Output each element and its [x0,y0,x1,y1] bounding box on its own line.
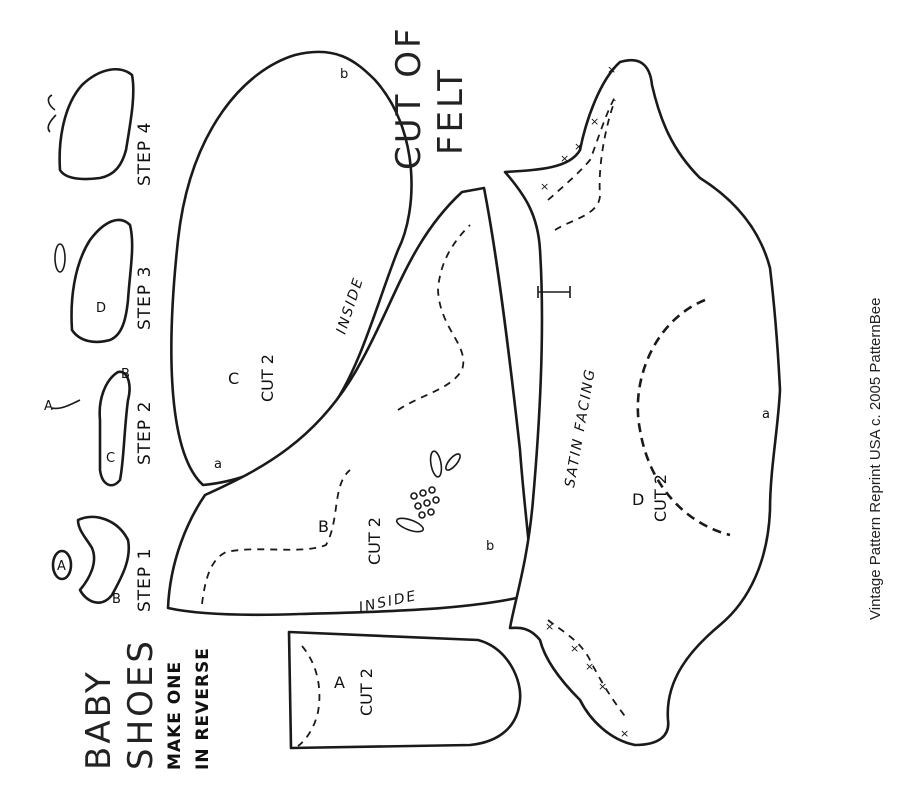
step-3-label: STEP 3 [135,266,155,330]
title-line-make-one: MAKE ONE [165,661,185,770]
title-line-shoes: SHOES [121,638,161,770]
piece-b-mark-b: b [486,539,494,554]
step-1-mark-a: A [57,559,66,574]
step-3-tongue [54,243,66,273]
step-4: STEP 4 [47,67,155,186]
svg-text:×: × [590,115,599,128]
piece-a-stitch [297,645,321,747]
piece-d-stitch-facing [554,99,616,231]
piece-b-stitch-inner [397,224,471,411]
step-1-mark-b: B [112,592,121,607]
piece-d-stitch-bottom [547,619,629,721]
svg-text:×: × [620,727,629,740]
piece-d-facing-arrow [537,286,571,298]
step-3: D STEP 3 [54,218,155,344]
step-4-label: STEP 4 [135,122,155,186]
step-4-sketch [58,67,135,181]
step-3-sketch [70,218,134,344]
piece-d-mark-a: a [762,407,770,422]
piece-c-mark-a: a [214,457,222,472]
piece-a: A CUT 2 [287,630,522,750]
svg-text:×: × [540,180,549,193]
piece-b-cut: CUT 2 [365,517,384,565]
piece-c-letter: C [228,369,239,388]
piece-d: SATIN FACING D CUT 2 a ×× ×× ×× ×× ×× [503,58,782,747]
svg-text:×: × [607,63,616,76]
piece-d-cut: CUT 2 [651,474,670,522]
svg-text:×: × [574,140,583,153]
felt-note: CUT OF FELT [389,25,471,170]
svg-text:×: × [585,660,594,673]
title-line-baby: BABY [79,669,119,770]
step-2-label: STEP 2 [135,401,155,465]
title-line-reverse: IN REVERSE [193,647,213,770]
piece-b: B CUT 2 INSIDE b [166,186,533,617]
step-3-mark-d: D [96,301,106,316]
step-2: A C B STEP 2 [44,367,155,487]
svg-text:×: × [598,680,607,693]
svg-text:×: × [545,620,554,633]
step-2-mark-c: C [106,451,115,466]
svg-text:×: × [560,152,569,165]
piece-a-letter: A [334,673,345,692]
step-4-laces [47,94,57,133]
piece-c-mark-b: b [340,67,348,82]
svg-text:×: × [570,642,579,655]
piece-d-letter: D [632,490,644,509]
credit-line: Vintage Pattern Reprint USA c. 2005 Patt… [867,298,884,620]
step-2-mark-b: B [121,367,130,382]
piece-d-stitch-left [547,94,617,201]
piece-d-heel-curve [636,298,731,537]
piece-d-outline [503,58,782,747]
piece-d-cross-marks: × × × × × × × × × × [540,63,629,740]
step-2-sketch [98,370,131,487]
felt-note-line1: CUT OF [389,25,429,170]
piece-b-stitch-outer [201,469,351,605]
step-2-strap [51,399,81,410]
step-2-mark-a: A [44,399,53,414]
step-1-sketch [76,515,131,604]
felt-note-line2: FELT [431,67,471,155]
step-1-tab [51,549,73,581]
piece-b-letter: B [318,517,329,536]
flower-motif [395,450,461,533]
title-block: BABY SHOES MAKE ONE IN REVERSE [79,638,213,770]
piece-a-outline [287,630,522,750]
piece-c-cut: CUT 2 [258,354,277,402]
piece-a-cut: CUT 2 [357,668,376,716]
piece-b-outline [166,186,533,617]
step-1: A B STEP 1 [51,515,155,612]
step-1-label: STEP 1 [135,548,155,612]
